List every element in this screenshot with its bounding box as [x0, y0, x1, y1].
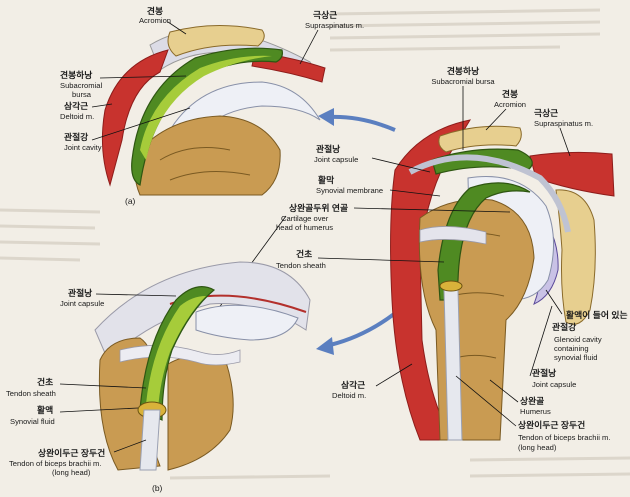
label-m-acromion-ko: 견봉: [502, 88, 518, 99]
label-b-biceps-en1: Tendon of biceps brachii m.: [9, 459, 101, 468]
main-capsule: [408, 154, 571, 233]
panel-a-deltoid-muscle: [101, 49, 169, 187]
leader-r-capsule: [529, 305, 553, 377]
leader-b-biceps: [113, 439, 147, 453]
label-m-synovial-en: Synovial membrane: [316, 186, 383, 195]
main-deltoid-muscle: [390, 119, 472, 441]
panel-a-illustration: [101, 25, 326, 196]
label-b-capsule-en: Joint capsule: [60, 299, 104, 308]
leader-a-bursa: [99, 75, 187, 79]
label-b-biceps-ko: 상완이두근 장두건: [38, 447, 105, 458]
leader-m-supraspinatus: [559, 127, 571, 157]
panel-a-bursa: [131, 47, 283, 186]
main-illustration: [390, 119, 615, 441]
label-b-capsule-ko: 관절낭: [68, 287, 92, 298]
panel-a-acromion: [167, 25, 265, 57]
leader-b-capsule: [95, 293, 177, 297]
label-r-deltoid-en: Deltoid m.: [332, 391, 366, 400]
arrow-to-panel-a: [329, 114, 396, 132]
leader-m-capsule: [371, 157, 431, 173]
label-m-bursa-en: Subacromial bursa: [431, 77, 495, 86]
leader-m-acromion: [485, 108, 507, 131]
label-r-capsule-ko: 관절낭: [532, 367, 556, 378]
main-transverse-ligament: [419, 226, 487, 245]
label-b-sheath-en: Tendon sheath: [6, 389, 56, 398]
label-a-acromion-ko: 견봉: [147, 5, 163, 16]
label-m-sheath-en: Tendon sheath: [276, 261, 326, 270]
label-r-biceps-en2: (long head): [518, 443, 557, 452]
panel-a-humerus: [134, 115, 281, 196]
label-a-deltoid-en: Deltoid m.: [60, 112, 94, 121]
label-a-supraspinatus-ko: 극상근: [313, 9, 337, 20]
label-m-cartilage-ko: 상완골두위 연골: [289, 202, 348, 213]
panel-b-labels: 관절낭 Joint capsule 건초 Tendon sheath 활액 Sy…: [6, 287, 177, 493]
panel-b-tendon-sheath-inner: [146, 296, 206, 410]
label-m-acromion-en: Acromion: [494, 100, 526, 109]
label-m-supraspinatus-en: Supraspinatus m.: [534, 119, 593, 128]
panel-b-humeral-cartilage: [195, 304, 299, 341]
leader-a-cavity: [91, 107, 191, 141]
label-b-sheath-ko: 건초: [37, 376, 53, 387]
main-supraspinatus-muscle: [529, 151, 615, 197]
leader-r-deltoid: [375, 363, 413, 387]
leader-m-synovial: [389, 189, 441, 197]
panel-a-humerus-texture: [159, 147, 251, 181]
label-a-cavity-en: Joint cavity: [64, 143, 102, 152]
label-b-fluid-ko: 활액: [37, 404, 53, 415]
panel-a-bursa-inner: [140, 55, 272, 160]
panel-a-labels: 견봉 Acromion 극상근 Supraspinatus m. 견봉하낭 Su…: [60, 5, 364, 206]
leader-r-biceps: [455, 375, 517, 427]
label-r-glenoid-en1: Glenoid cavity: [554, 335, 602, 344]
main-labels: 견봉하낭 Subacromial bursa 견봉 Acromion 극상근 S…: [209, 65, 628, 452]
panel-b-letter: (b): [152, 483, 163, 493]
label-a-cavity-ko: 관절강: [64, 131, 88, 142]
leader-a-deltoid: [91, 103, 113, 108]
main-tendon-ring: [439, 280, 463, 292]
leader-r-humerus: [489, 379, 519, 403]
label-m-capsule-en: Joint capsule: [314, 155, 358, 164]
label-r-capsule-en: Joint capsule: [532, 380, 576, 389]
leader-r-glenoid: [545, 289, 563, 315]
label-a-bursa-en2: bursa: [72, 90, 92, 99]
arrow-to-panel-b-head: [316, 337, 334, 355]
label-r-biceps-en1: Tendon of biceps brachii m.: [518, 433, 610, 442]
label-a-acromion-en: Acromion: [139, 16, 171, 25]
label-b-fluid-en: Synovial fluid: [10, 417, 55, 426]
panel-a-humeral-cartilage: [169, 81, 321, 151]
panel-b-illustration: [94, 261, 311, 471]
ghost-text-lines: [0, 8, 630, 480]
label-r-glenoid-ko1: 활액이 들어 있는: [566, 309, 628, 320]
label-a-bursa-ko: 견봉하낭: [60, 69, 92, 80]
label-m-cartilage-en2: head of humerus: [276, 223, 333, 232]
label-r-deltoid-ko: 삼각근: [341, 379, 365, 390]
label-r-glenoid-en3: synovial fluid: [554, 353, 597, 362]
panel-b-biceps-tendon: [139, 409, 161, 471]
leader-b-sheath: [59, 383, 147, 389]
label-r-glenoid-en2: containing: [554, 344, 589, 353]
label-a-supraspinatus-en: Supraspinatus m.: [305, 21, 364, 30]
label-r-glenoid-ko2: 관절강: [552, 321, 576, 332]
label-r-humerus-en: Humerus: [520, 407, 551, 416]
label-m-synovial-ko: 활막: [318, 174, 334, 185]
label-m-sheath-ko: 건초: [296, 248, 312, 259]
label-m-supraspinatus-ko: 극상근: [534, 107, 558, 118]
label-a-bursa-en1: Subacromial: [60, 81, 103, 90]
leader-b-fluid: [59, 407, 139, 413]
label-m-bursa-ko: 견봉하낭: [447, 65, 479, 76]
label-m-cartilage-en1: Cartilage over: [281, 214, 329, 223]
leader-m-sheath: [317, 257, 445, 263]
leader-a-acromion: [167, 21, 187, 35]
label-b-biceps-en2: (long head): [52, 468, 91, 477]
label-m-capsule-ko: 관절낭: [316, 143, 340, 154]
label-r-biceps-ko: 상완이두근 장두건: [518, 419, 585, 430]
leader-m-cartilage: [353, 207, 511, 213]
arrow-to-panel-a-head: [318, 108, 334, 126]
panel-a-letter: (a): [125, 196, 136, 206]
leader-a-supraspinatus: [299, 29, 319, 65]
label-r-humerus-ko: 상완골: [520, 395, 544, 406]
label-a-deltoid-ko: 삼각근: [64, 100, 88, 111]
